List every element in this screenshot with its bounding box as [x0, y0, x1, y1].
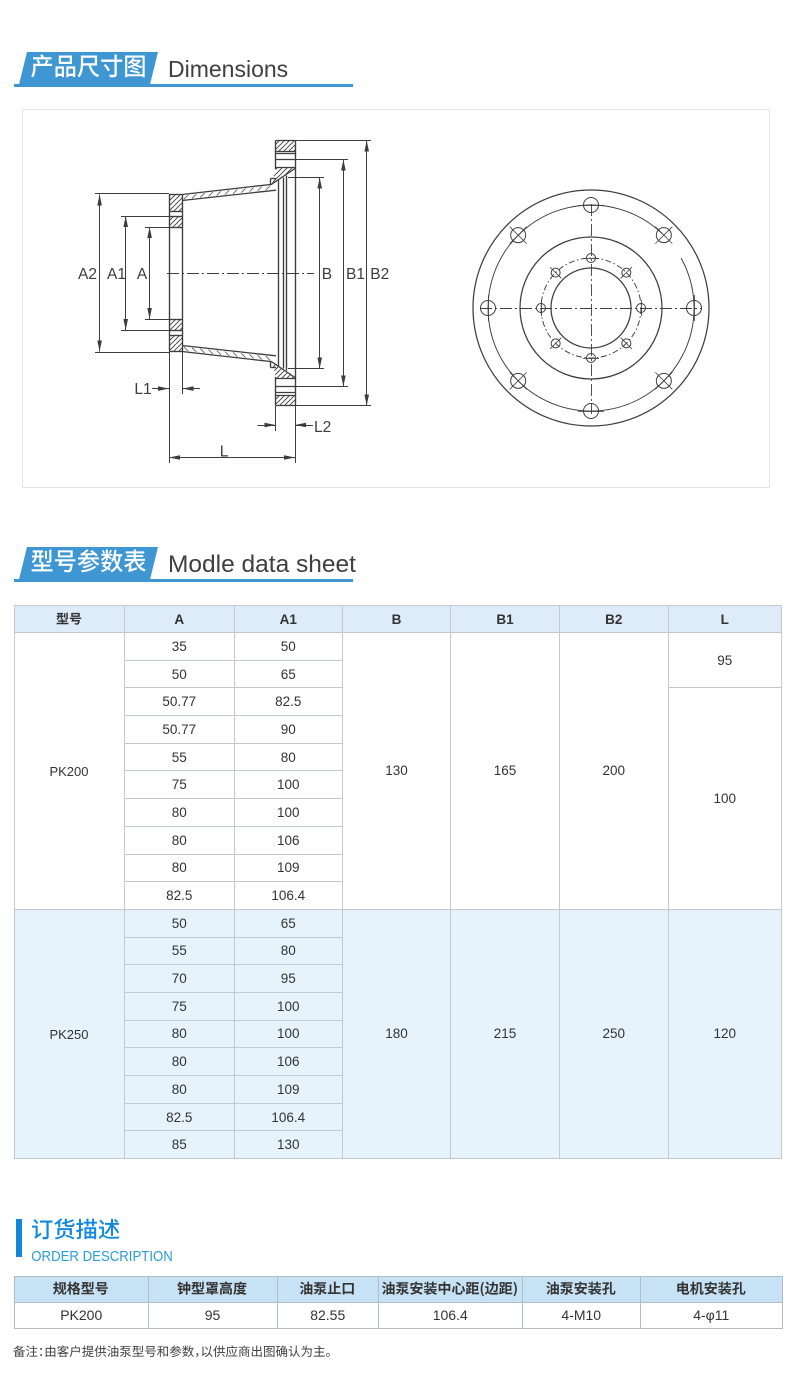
svg-text:B: B [322, 266, 332, 283]
svg-text:L: L [220, 444, 229, 461]
svg-text:B2: B2 [370, 266, 389, 283]
svg-text:L2: L2 [314, 419, 331, 436]
svg-text:A1: A1 [107, 266, 126, 283]
svg-text:B1: B1 [346, 266, 365, 283]
svg-text:L1: L1 [134, 381, 151, 398]
svg-text:A: A [137, 266, 148, 283]
svg-text:A2: A2 [78, 266, 97, 283]
svg-text:ORDER DESCRIPTION: ORDER DESCRIPTION [31, 1248, 173, 1265]
